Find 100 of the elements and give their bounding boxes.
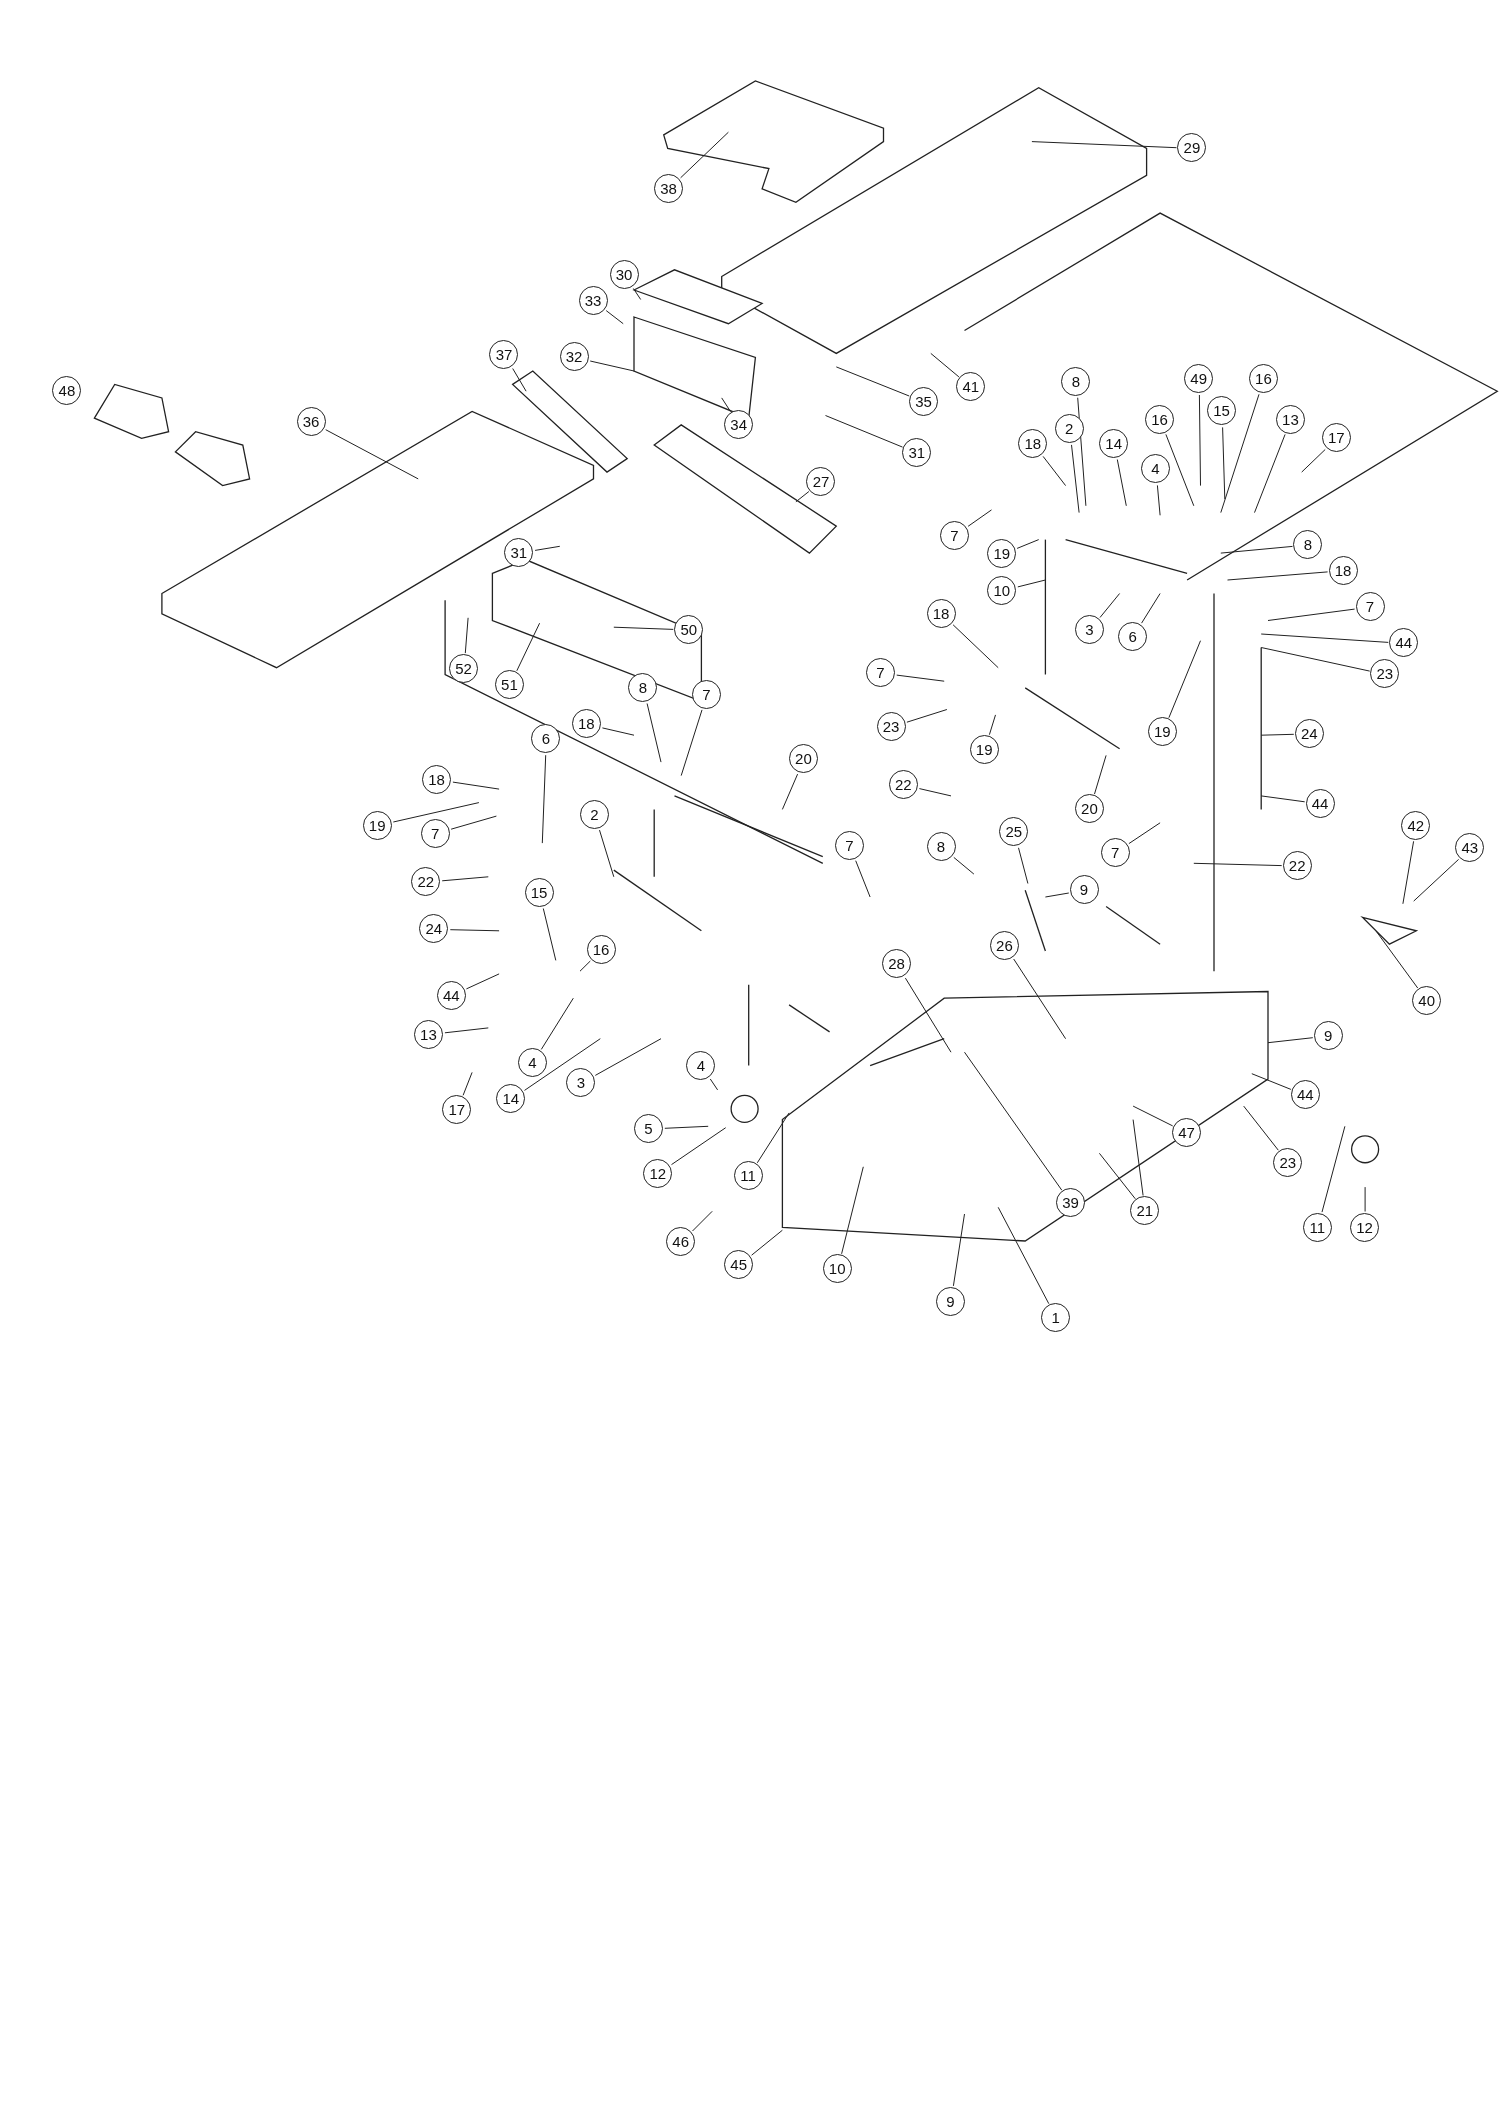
- callout-number: 14: [1099, 428, 1129, 458]
- leader-line: [1018, 847, 1029, 884]
- callout-number: 31: [504, 538, 534, 568]
- callout-number: 16: [1145, 404, 1175, 434]
- leader-line: [781, 773, 799, 810]
- callout-number: 15: [1207, 396, 1237, 426]
- leader-line: [952, 1213, 965, 1287]
- callout-number: 17: [442, 1095, 472, 1125]
- callout-number: 30: [609, 260, 639, 290]
- callout-number: 13: [1275, 404, 1305, 434]
- leader-line: [1128, 822, 1161, 845]
- callout-number: 2: [579, 799, 609, 829]
- leader-line: [988, 714, 996, 736]
- leader-line: [646, 703, 662, 763]
- callout-number: 49: [1184, 364, 1214, 394]
- leader-line: [835, 366, 910, 397]
- callout-number: 13: [413, 1019, 443, 1049]
- callout-number: 38: [654, 173, 684, 203]
- leader-line: [841, 1166, 864, 1255]
- callout-number: 34: [724, 409, 754, 439]
- callout-number: 24: [419, 914, 449, 944]
- callout-number: 6: [531, 724, 561, 754]
- callout-number: 20: [1074, 794, 1104, 824]
- leader-line: [632, 288, 642, 300]
- leader-line: [605, 310, 624, 325]
- callout-number: 1: [1041, 1302, 1071, 1332]
- leader-line: [930, 352, 960, 378]
- leader-line: [1375, 930, 1419, 989]
- leader-line: [1260, 647, 1371, 672]
- leader-line: [1165, 433, 1195, 507]
- callout-number: 11: [733, 1161, 763, 1191]
- leader-line: [692, 1210, 713, 1232]
- leader-line: [1267, 608, 1356, 621]
- leader-line: [1013, 958, 1067, 1040]
- leader-line: [1042, 455, 1067, 487]
- callout-number: 45: [724, 1250, 754, 1280]
- leader-line: [1017, 579, 1046, 588]
- callout-number: 48: [52, 376, 82, 406]
- leader-line: [542, 908, 557, 961]
- leader-line: [1267, 1037, 1314, 1044]
- leader-line: [1321, 1125, 1346, 1213]
- leader-line: [997, 1206, 1050, 1305]
- leader-line: [589, 360, 635, 372]
- callout-number: 8: [1061, 366, 1091, 396]
- leader-line: [1132, 1105, 1174, 1127]
- callout-number: 44: [436, 980, 466, 1010]
- callout-number: 7: [940, 520, 970, 550]
- callout-number: 31: [902, 438, 932, 468]
- leader-line: [855, 860, 871, 898]
- leader-line: [1198, 394, 1201, 487]
- leader-line: [680, 131, 729, 179]
- callout-number: 29: [1177, 133, 1207, 163]
- leader-line: [953, 856, 975, 875]
- leader-line: [613, 626, 674, 630]
- leader-line: [1260, 733, 1295, 736]
- leader-line: [1116, 459, 1127, 507]
- leader-line: [462, 1071, 473, 1096]
- callout-number: 4: [686, 1050, 716, 1080]
- leader-line: [751, 1229, 783, 1256]
- leader-line: [444, 1027, 489, 1034]
- callout-number: 2: [1054, 413, 1084, 443]
- callout-number: 18: [1328, 555, 1358, 585]
- leader-line: [906, 709, 948, 723]
- callout-number: 42: [1401, 810, 1431, 840]
- leader-line: [1031, 141, 1177, 149]
- callout-number: 7: [420, 818, 450, 848]
- leader-line: [709, 1078, 719, 1091]
- leader-line: [1301, 449, 1326, 473]
- callout-number: 22: [411, 867, 441, 897]
- leader-line: [1098, 1152, 1136, 1200]
- leader-line: [524, 1038, 601, 1091]
- leader-line: [952, 624, 999, 669]
- leader-line: [1251, 1073, 1292, 1090]
- callout-number: 28: [882, 949, 912, 979]
- leader-line: [825, 415, 903, 448]
- leader-line: [1222, 426, 1226, 500]
- callout-number: 5: [633, 1114, 663, 1144]
- leader-line: [1193, 862, 1283, 867]
- leader-line: [464, 617, 469, 654]
- callout-number: 27: [806, 466, 836, 496]
- leader-line: [579, 960, 591, 972]
- callout-number: 9: [936, 1286, 965, 1316]
- callout-number: 9: [1069, 875, 1099, 905]
- callout-number: 16: [1248, 364, 1278, 394]
- callout-number: 37: [489, 339, 519, 369]
- callout-number: 19: [362, 810, 392, 840]
- leader-line: [1141, 593, 1161, 624]
- callout-number: 23: [1370, 659, 1400, 689]
- leader-line: [1044, 892, 1070, 898]
- leader-line: [534, 545, 561, 551]
- callout-number: 7: [834, 830, 864, 860]
- callout-number: 8: [926, 832, 956, 862]
- leader-line: [795, 491, 810, 503]
- callout-number: 41: [956, 372, 986, 402]
- callout-number: 32: [559, 342, 589, 372]
- leader-line: [465, 973, 500, 990]
- callout-number: 17: [1321, 423, 1351, 453]
- leader-line: [1364, 1186, 1366, 1212]
- callout-number: 44: [1290, 1080, 1320, 1110]
- callout-number: 4: [517, 1047, 547, 1077]
